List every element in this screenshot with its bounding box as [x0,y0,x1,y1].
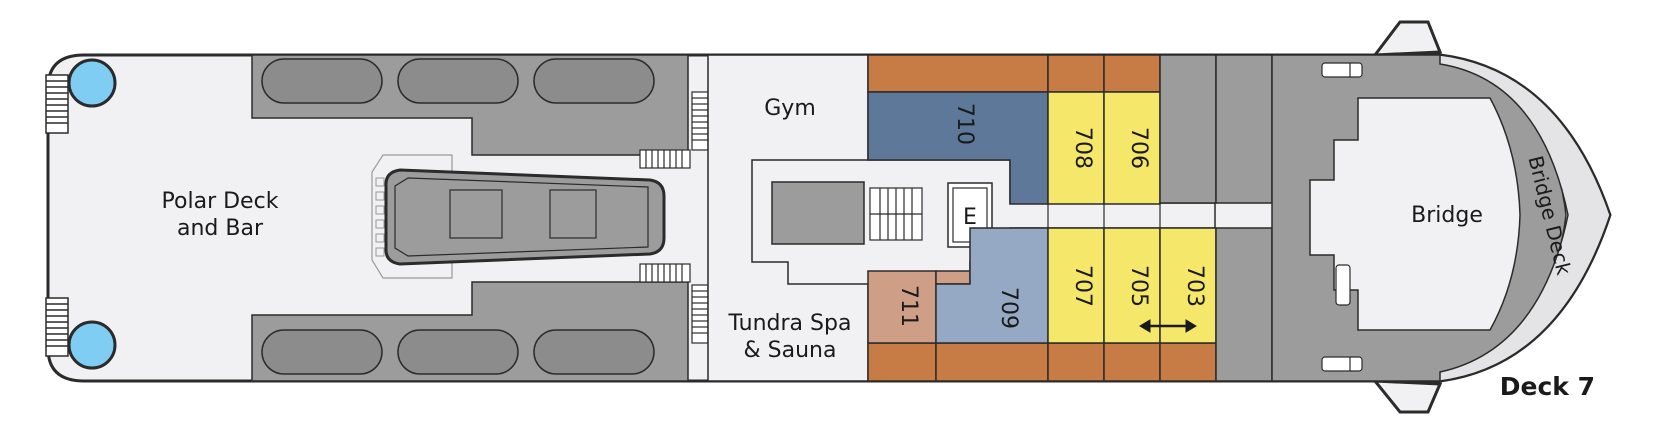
bridge-chair-bottom [1321,356,1363,372]
stairs-top-right [691,91,709,151]
hot-tub-bottom [67,320,117,370]
cabin-711-cut [935,270,971,285]
lifeboat [261,329,383,375]
elevator-label: E [963,205,977,230]
bridge-wing-top [1371,20,1443,57]
cabin-708[interactable] [1047,91,1105,205]
bridge-console-mid [1335,264,1351,306]
cabin-706-label: 706 [1126,127,1151,169]
corridor-notch [1047,204,1161,228]
connecting-door-icon [1139,319,1197,333]
lifeboat [397,58,519,104]
stern-ladder-top [45,74,69,134]
stairs-bottom-under [639,263,691,283]
bridge-room[interactable] [1309,97,1521,331]
polar-deck-label-1: Polar Deck [162,189,279,214]
bridge-deck-band [1439,54,1611,382]
lifeboat [533,58,655,104]
bridge-wing-bottom [1371,379,1443,414]
cabin-709-label: 709 [996,287,1021,329]
stern-ladder-bottom [45,297,69,357]
bridge-chair-top [1321,62,1363,78]
core-box [771,181,865,245]
spa-label-2: & Sauna [744,338,837,363]
polar-deck-label-2: and Bar [177,216,264,241]
cabin-705[interactable] [1103,227,1161,344]
spa-label-1: Tundra Spa [728,311,852,336]
cabin-707-label: 707 [1070,265,1095,307]
lifeboats [261,58,655,375]
cabin-708-label: 708 [1070,127,1095,169]
cabin-707[interactable] [1047,227,1105,344]
gym-label: Gym [764,96,816,121]
cabin-703-label: 703 [1182,265,1207,307]
lifeboat [261,58,383,104]
hot-tub-top [67,58,117,108]
lifeboat [533,329,655,375]
cabin-711-label: 711 [896,285,921,327]
central-skylight [371,154,666,279]
cabin-710-label: 710 [952,103,977,145]
cabin-strips [867,54,1217,382]
stairs-bottom-right [691,284,709,344]
cabin-706[interactable] [1103,91,1161,205]
lifeboat [397,329,519,375]
core-stairs [869,187,923,241]
cabin-705-label: 705 [1126,265,1151,307]
deck-title: Deck 7 [1499,372,1595,401]
service-area [1159,54,1273,382]
stairs-top-under [639,149,691,169]
bridge-label: Bridge [1411,203,1483,228]
